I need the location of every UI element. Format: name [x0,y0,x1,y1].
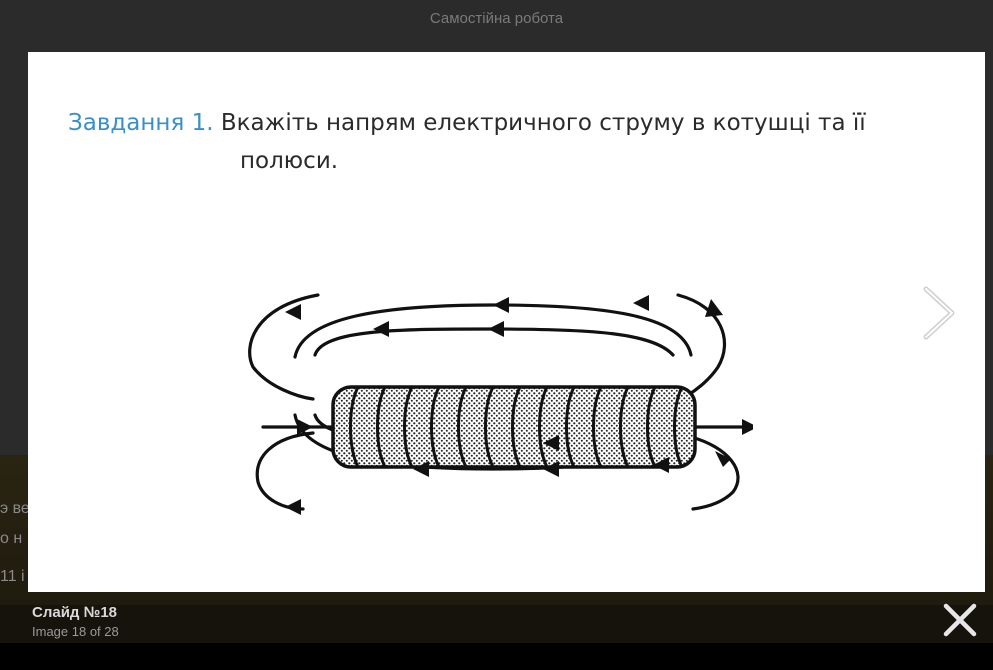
bottom-bar [0,643,993,670]
task-text-line1: Вкажіть напрям електричного струму в кот… [220,110,866,136]
task-text-line2: полюси. [240,148,339,174]
task-label: Завдання 1. [68,110,214,136]
background-text-fragment: о н [0,530,23,547]
slide-image: Завдання 1. Вкажіть напрям електричного … [28,52,985,592]
slide-caption: Слайд №18 Image 18 of 28 [32,604,119,639]
close-icon[interactable] [940,600,980,640]
background-text-fragment: э ве [0,500,30,517]
solenoid-field-lines-illustration [248,293,753,515]
chevron-right-icon[interactable] [918,283,960,343]
slide-title: Слайд №18 [32,604,118,621]
background-text-fragment: 11 і [0,568,25,585]
page-title: Самостійна робота [429,10,564,27]
task-text: Завдання 1. Вкажіть напрям електричного … [68,104,968,180]
image-counter: Image 18 of 28 [32,624,119,639]
